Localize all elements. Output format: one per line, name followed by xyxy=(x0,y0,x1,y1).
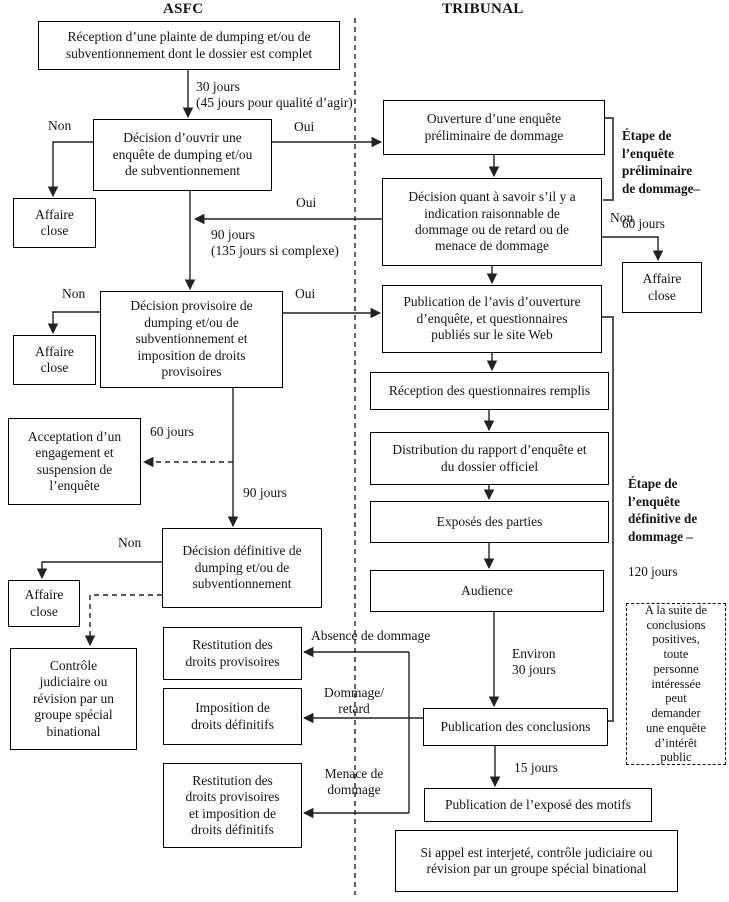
box-publication-avis: Publication de l’avis d’ouverture d’enqu… xyxy=(382,285,602,353)
note-final-days: 120 jours xyxy=(628,563,678,579)
label-absence-dommage: Absence de dommage xyxy=(311,628,431,643)
arrow-non-to-affaire-close-3 xyxy=(36,561,162,580)
arrow-non-to-affaire-close-1 xyxy=(47,141,93,198)
label-30-jours: 30 jours (45 jours pour qualité d’agir) xyxy=(196,79,353,110)
header-asfc: ASFC xyxy=(163,1,204,17)
box-decision-ouvrir: Décision d’ouvrir une enquête de dumping… xyxy=(93,119,272,191)
note-preliminary-days: 60 jours xyxy=(622,215,665,231)
box-exposes-parties: Exposés des parties xyxy=(370,501,609,543)
label-oui-3: Oui xyxy=(295,286,316,301)
box-decision-indication: Décision quant à savoir s’il y a indicat… xyxy=(382,178,602,266)
box-interet-public: A la suite de conclusions positives, tou… xyxy=(626,603,726,765)
label-environ-30-jours: Environ 30 jours xyxy=(512,646,556,677)
box-restitution-provisoires: Restitution des droits provisoires xyxy=(163,627,302,680)
box-imposition-definitifs: Imposition de droits définitifs xyxy=(163,688,302,745)
note-preliminary-stage: Étape de l’enquête préliminaire de domma… xyxy=(622,110,726,249)
box-affaire-close-2: Affaire close xyxy=(13,335,96,385)
label-90-jours-complexe: 90 jours (135 jours si complexe) xyxy=(211,227,339,258)
arrow-non-to-affaire-close-2 xyxy=(47,311,100,335)
box-reception-plainte: Réception d’une plainte de dumping et/ou… xyxy=(38,21,340,70)
box-publication-conclusions: Publication des conclusions xyxy=(423,708,608,746)
box-acceptation-engagement: Acceptation d’un engagement et suspensio… xyxy=(8,418,141,505)
box-controle-judiciaire: Contrôle judiciaire ou révision par un g… xyxy=(10,648,137,750)
arrow-dashed-to-controle xyxy=(84,594,162,647)
conclusions-branch-trunk xyxy=(408,652,423,813)
label-oui-2: Oui xyxy=(296,195,317,210)
box-si-appel: Si appel est interjeté, contrôle judicia… xyxy=(395,830,678,892)
label-dommage-retard: Dommage/ retard xyxy=(324,685,384,716)
box-audience: Audience xyxy=(370,570,604,612)
note-preliminary-title: Étape de l’enquête préliminaire de domma… xyxy=(622,128,701,196)
header-tribunal: TRIBUNAL xyxy=(442,1,524,17)
box-affaire-close-1: Affaire close xyxy=(13,198,96,248)
label-oui-1: Oui xyxy=(294,119,315,134)
box-reception-questionnaires: Réception des questionnaires remplis xyxy=(370,372,609,410)
box-decision-definitive: Décision définitive de dumping et/ou de … xyxy=(162,528,322,608)
box-ouverture-enquete: Ouverture d’une enquête préliminaire de … xyxy=(383,100,605,155)
label-non-3: Non xyxy=(118,535,142,550)
label-non-2: Non xyxy=(62,286,86,301)
box-publication-expose-motifs: Publication de l’exposé des motifs xyxy=(424,788,652,822)
box-decision-provisoire: Décision provisoire de dumping et/ou de … xyxy=(100,291,283,388)
label-non-4: Non xyxy=(610,210,634,225)
bracket-preliminary-stage xyxy=(603,117,614,201)
arrow-non-to-affaire-close-4 xyxy=(602,236,664,262)
box-distribution-rapport: Distribution du rapport d’enquête et du … xyxy=(370,432,609,485)
label-15-jours: 15 jours xyxy=(514,760,558,775)
label-60-jours: 60 jours xyxy=(150,424,194,439)
label-90-jours: 90 jours xyxy=(243,485,287,500)
box-affaire-close-4: Affaire close xyxy=(622,262,702,313)
box-restitution-imposition: Restitution des droits provisoires et im… xyxy=(163,763,302,848)
note-final-title: Étape de l’enquête définitive de dommage… xyxy=(628,476,698,544)
note-final-stage: Étape de l’enquête définitive de dommage… xyxy=(628,458,726,597)
label-menace-dommage: Menace de dommage xyxy=(324,766,384,797)
box-affaire-close-3: Affaire close xyxy=(8,580,80,627)
label-non-1: Non xyxy=(48,118,72,133)
